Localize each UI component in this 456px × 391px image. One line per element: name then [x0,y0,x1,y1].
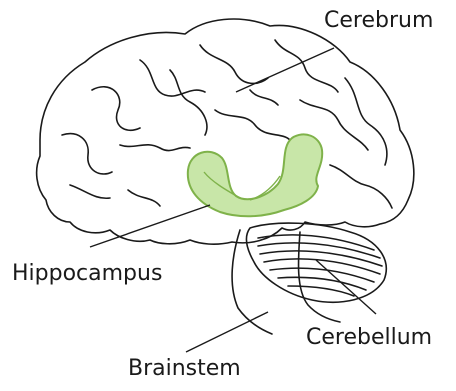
gyrus-line [170,70,207,135]
cerebellum-fold [264,259,380,274]
gyrus-line [330,165,392,208]
cerebellum-fold [270,268,374,282]
gyrus-line [62,134,112,174]
gyrus-line [92,87,140,131]
label-cerebrum: Cerebrum [324,10,433,32]
gyrus-line [345,78,387,165]
label-hippocampus: Hippocampus [12,263,162,285]
leader-line-cerebrum [236,48,334,92]
label-brainstem: Brainstem [128,358,241,380]
hippocampus-shape [188,134,322,216]
gyrus-line [140,60,205,96]
gyrus-line [215,110,290,140]
cerebellum-fold [258,235,374,250]
leader-line-brainstem [186,312,268,352]
gyrus-line [250,90,278,105]
leader-line-cerebellum [316,260,376,314]
gyrus-line [120,145,190,151]
brainstem-shape [232,230,340,334]
gyrus-line [275,40,338,92]
gyrus-line [200,45,268,83]
gyrus-line [70,185,110,198]
cerebellum-fold [288,286,354,296]
gyrus-line [128,190,160,206]
label-cerebellum: Cerebellum [306,327,432,349]
